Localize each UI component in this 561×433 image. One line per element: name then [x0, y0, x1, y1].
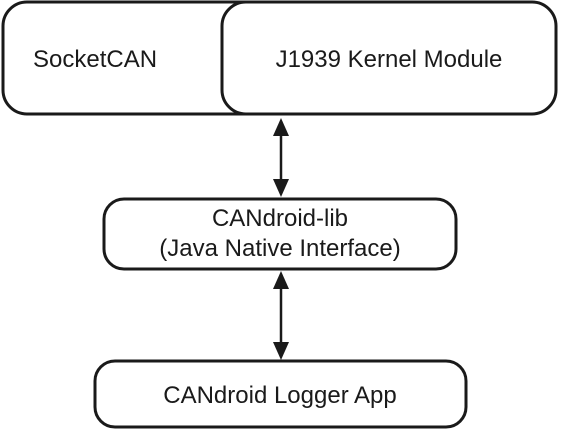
logger-app-label: CANdroid Logger App	[163, 382, 396, 409]
candroid-lib-sublabel: (Java Native Interface)	[159, 235, 400, 262]
j1939-label: J1939 Kernel Module	[276, 46, 503, 73]
arrowhead-down-icon	[273, 179, 289, 197]
arrowhead-down-icon	[273, 342, 289, 360]
j1939-box	[220, 0, 558, 116]
j1939-node: J1939 Kernel Module	[220, 0, 558, 116]
arrowhead-up-icon	[273, 118, 289, 136]
arrowhead-up-icon	[273, 271, 289, 289]
logger-app-node: CANdroid Logger App	[93, 359, 468, 429]
candroid-lib-node: CANdroid-lib (Java Native Interface)	[102, 197, 458, 271]
candroid-lib-label: CANdroid-lib	[212, 205, 348, 232]
socketcan-label: SocketCAN	[33, 46, 157, 73]
connector-j1939-lib	[273, 118, 289, 197]
logger-app-box	[93, 359, 468, 429]
candroid-lib-box	[102, 197, 458, 271]
connector-lib-app	[273, 271, 289, 360]
